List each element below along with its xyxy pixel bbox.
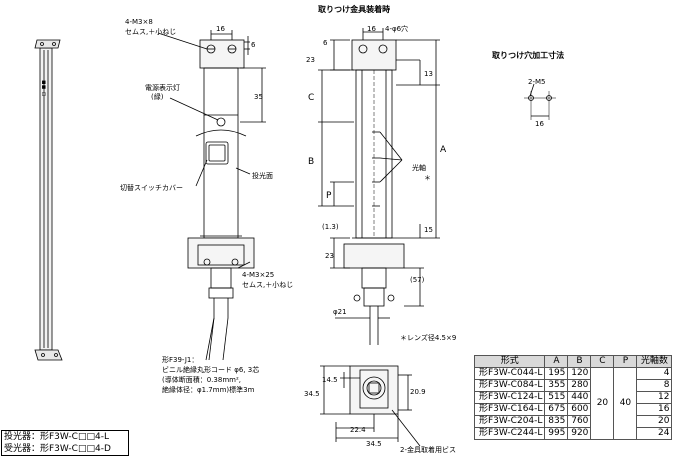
dim-16-left: 16 xyxy=(216,25,225,33)
dim-34-5-horizontal: 34.5 xyxy=(366,440,382,448)
cell-axes: 8 xyxy=(636,379,673,392)
cell-model: 形F3W-C204-L xyxy=(473,415,546,428)
cable-line-4: 絶縁体径：φ1.7mm)標準3m xyxy=(162,385,255,394)
label-b: B xyxy=(308,157,314,167)
dim-23-top: 23 xyxy=(306,56,315,64)
legend-receiver: 受光器：形F3W-C□□4-D xyxy=(4,444,111,454)
header-a: A xyxy=(544,355,569,368)
cell-a: 195 xyxy=(544,367,569,380)
legend-emitter: 投光器：形F3W-C□□4-L xyxy=(4,432,109,442)
dim-15: 15 xyxy=(424,226,433,234)
switch-cover-label: 切替スイッチカバー xyxy=(120,183,183,192)
cell-axes: 20 xyxy=(636,415,673,428)
cell-axes: 16 xyxy=(636,403,673,416)
screw-bottom-sub: セムス,＋小ねじ xyxy=(242,280,293,289)
svg-text:▪▪ ▫: ▪▪ ▫ xyxy=(40,80,48,96)
screw-note: 2-金具取着用ビス xyxy=(400,445,456,454)
cell-model: 形F3W-C164-L xyxy=(473,403,546,416)
dim-35: 35 xyxy=(254,93,263,101)
table-row: 形F3W-C124-L 515 440 12 xyxy=(473,391,673,404)
dim-6-right: 6 xyxy=(323,39,328,47)
cell-axes: 24 xyxy=(636,427,673,440)
header-model: 形式 xyxy=(473,355,546,368)
dim-6-left: 6 xyxy=(251,41,256,49)
screw-top-label: 4-M3×8 xyxy=(125,18,153,26)
table-row: 形F3W-C084-L 355 280 8 xyxy=(473,379,673,392)
spec-table: 形式 A B C P 光軸数 形F3W-C044-L 195 120 20 40… xyxy=(473,355,673,440)
table-row: 形F3W-C164-L 675 600 16 xyxy=(473,403,673,416)
dim-57: (57) xyxy=(410,276,425,284)
cable-line-2: ビニル絶縁丸形コード φ6, 3芯 xyxy=(162,365,259,374)
asterisk-mark: ＊ xyxy=(424,174,431,182)
cell-a: 835 xyxy=(544,415,569,428)
dim-14-5: 14.5 xyxy=(322,376,338,384)
header-p: P xyxy=(613,355,638,368)
table-header-row: 形式 A B C P 光軸数 xyxy=(473,355,673,368)
front-view xyxy=(157,30,266,361)
model-legend: 投光器：形F3W-C□□4-L 受光器：形F3W-C□□4-D xyxy=(1,430,129,456)
header-b: B xyxy=(567,355,592,368)
table-row: 形F3W-C244-L 995 920 24 xyxy=(473,427,673,440)
cell-b: 760 xyxy=(567,415,592,428)
emitter-face-label: 投光面 xyxy=(252,171,273,180)
hole-dim-16: 16 xyxy=(535,120,544,128)
header-c: C xyxy=(590,355,615,368)
cell-a: 675 xyxy=(544,403,569,416)
cell-model: 形F3W-C124-L xyxy=(473,391,546,404)
label-a: A xyxy=(440,145,447,155)
cell-a: 515 xyxy=(544,391,569,404)
dim-34-5-vertical: 34.5 xyxy=(304,390,320,398)
header-axes: 光軸数 xyxy=(636,355,673,368)
cell-p-merged: 40 xyxy=(613,367,638,440)
dim-16-right: 16 xyxy=(367,25,376,33)
hole-title: 取りつけ穴加工寸法 xyxy=(492,50,564,60)
screw-top-sub: セムス,＋小ねじ xyxy=(125,27,176,36)
table-row: 形F3W-C044-L 195 120 20 40 4 xyxy=(473,367,673,440)
cell-b: 120 xyxy=(567,367,592,380)
cell-axes: 4 xyxy=(636,367,673,380)
cell-b: 280 xyxy=(567,379,592,392)
cell-b: 600 xyxy=(567,403,592,416)
power-led-sub: (緑) xyxy=(151,92,164,101)
dim-1-3: (1.3) xyxy=(322,223,339,231)
cable-line-3: (導体断面積：0.38mm², xyxy=(162,375,241,384)
optical-axis-label: 光軸 xyxy=(412,163,426,172)
cable-line-1: 形F39-J1： xyxy=(162,356,198,364)
hole-screw-label: 2-M5 xyxy=(528,78,545,86)
label-p: P xyxy=(326,191,332,201)
cell-axes: 12 xyxy=(636,391,673,404)
dim-13: 13 xyxy=(424,70,433,78)
hole-detail xyxy=(524,83,556,120)
bottom-view xyxy=(320,365,421,447)
cell-a: 355 xyxy=(544,379,569,392)
dim-23-bottom: 23 xyxy=(325,252,334,260)
cell-c-merged: 20 xyxy=(590,367,615,440)
mount-title: 取りつけ金具装着時 xyxy=(318,4,390,14)
cell-model: 形F3W-C044-L xyxy=(473,367,546,380)
sensor-perspective: ▪▪ ▫ xyxy=(34,39,63,361)
dim-phi21: φ21 xyxy=(333,308,347,316)
cell-b: 440 xyxy=(567,391,592,404)
cell-model: 形F3W-C244-L xyxy=(473,427,546,440)
dim-20-9: 20.9 xyxy=(410,388,426,396)
label-c: C xyxy=(308,93,314,103)
lens-note: ＊レンズ径4.5×9 xyxy=(400,333,456,342)
side-view xyxy=(318,28,440,345)
cell-model: 形F3W-C084-L xyxy=(473,379,546,392)
cell-b: 920 xyxy=(567,427,592,440)
table-row: 形F3W-C204-L 835 760 20 xyxy=(473,415,673,428)
cell-a: 995 xyxy=(544,427,569,440)
power-led-label: 電源表示灯 xyxy=(145,83,180,92)
dim-22-4: 22.4 xyxy=(350,426,366,434)
screw-bottom-label: 4-M3×25 xyxy=(242,271,274,279)
hole-label: 4-φ6穴 xyxy=(385,24,408,33)
